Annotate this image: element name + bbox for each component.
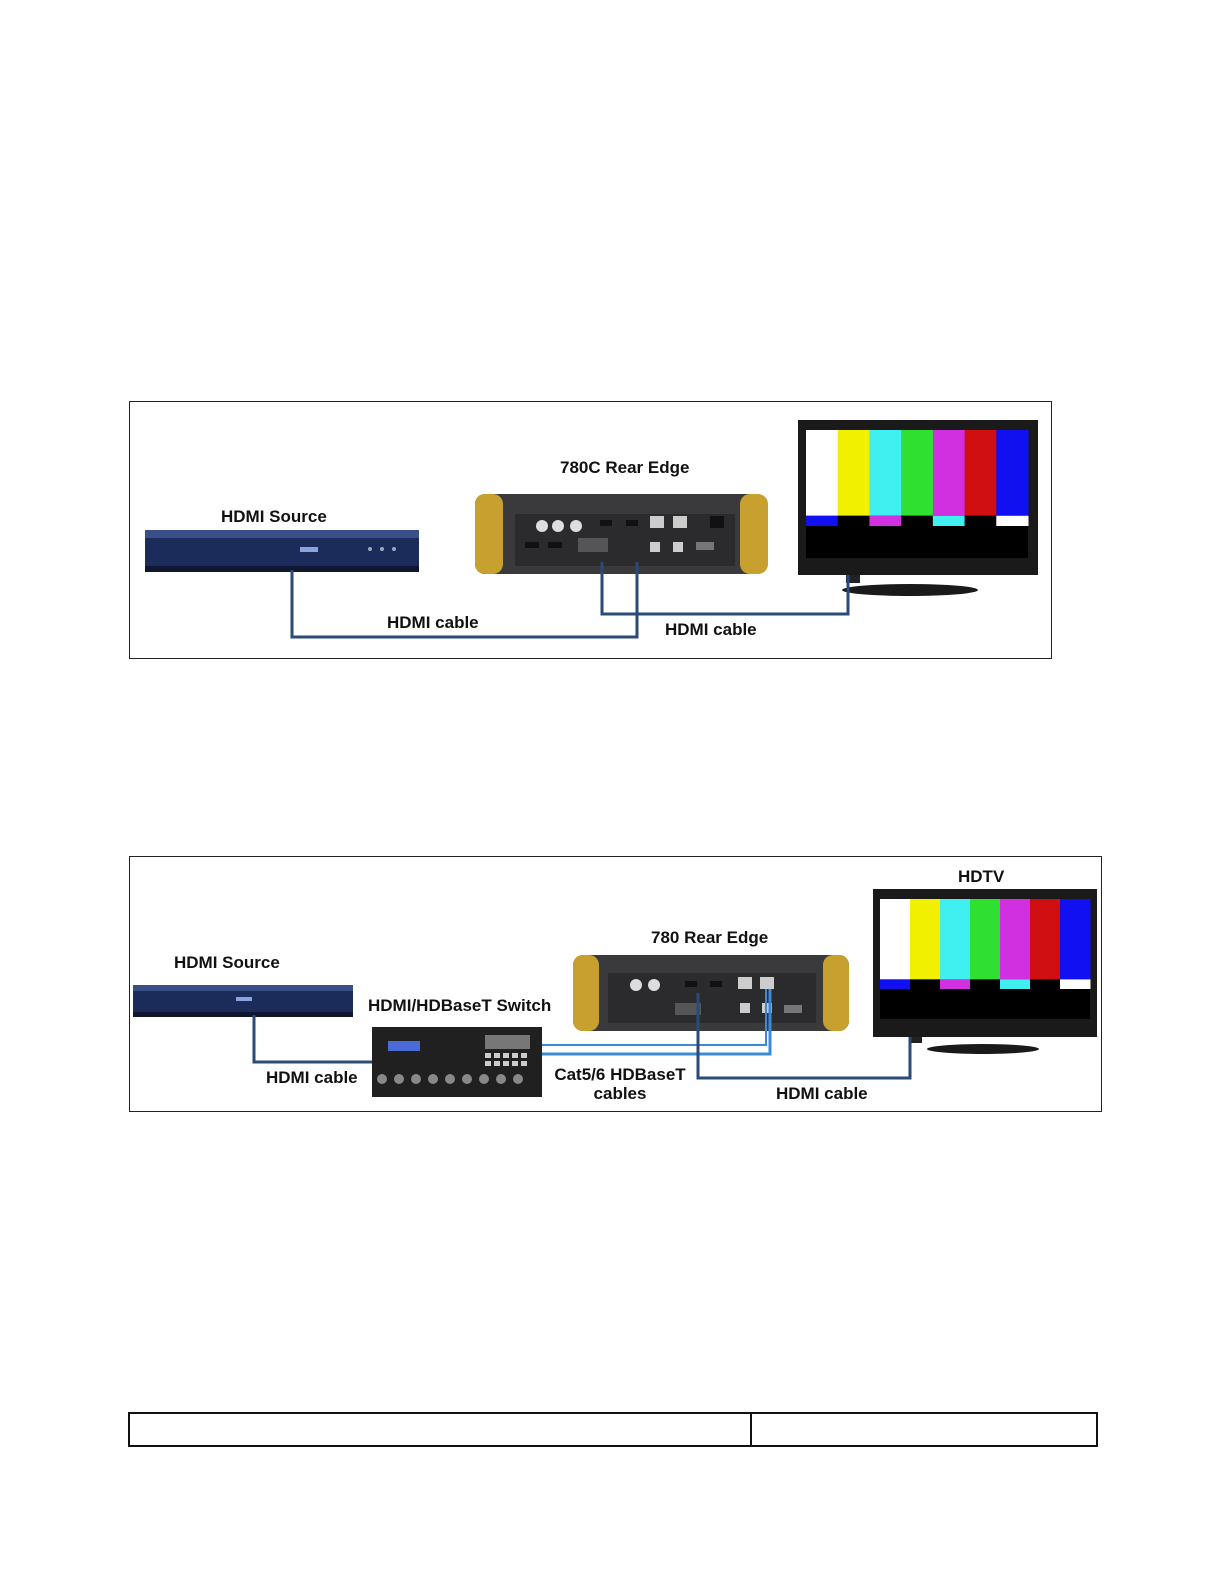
color-bar	[880, 899, 911, 979]
color-bar	[1060, 899, 1091, 979]
hdtv-monitor	[873, 889, 1097, 1054]
hdmi-source-label: HDMI Source	[174, 954, 280, 973]
switch-button	[485, 1053, 491, 1058]
color-bar-strip	[933, 516, 965, 526]
color-bar	[933, 430, 965, 516]
switch-port	[377, 1074, 387, 1084]
color-bar-strip	[996, 516, 1028, 526]
switch-port	[462, 1074, 472, 1084]
hdmi-cable-source-to-switch	[254, 1015, 372, 1062]
color-bar-strip	[1030, 979, 1061, 989]
color-bar	[996, 430, 1028, 516]
switch-port	[513, 1074, 523, 1084]
color-bar	[1000, 899, 1031, 979]
color-bars	[880, 899, 1091, 989]
switch-port	[394, 1074, 404, 1084]
switch-label: HDMI/HDBaseT Switch	[368, 997, 551, 1016]
switch-button	[521, 1061, 527, 1066]
switch-button	[521, 1053, 527, 1058]
footer-table	[128, 1412, 1098, 1447]
hdmi-cable-label-right: HDMI cable	[776, 1085, 868, 1104]
780c-device	[475, 494, 768, 574]
color-bar-strip	[965, 516, 997, 526]
color-bar	[838, 430, 870, 516]
switch-button	[503, 1053, 509, 1058]
hdtv-label: HDTV	[958, 868, 1004, 887]
color-bar	[869, 430, 901, 516]
switch-button	[494, 1061, 500, 1066]
color-bar	[940, 899, 971, 979]
color-bar	[806, 430, 838, 516]
color-bar	[970, 899, 1001, 979]
color-bar	[965, 430, 997, 516]
hdmi-source-player	[145, 530, 419, 572]
hdmi-cable-label-left: HDMI cable	[387, 614, 479, 633]
color-bar	[1030, 899, 1061, 979]
hdbaset-cable-label-line2: cables	[550, 1085, 690, 1104]
switch-port	[428, 1074, 438, 1084]
color-bar	[901, 430, 933, 516]
hdbaset-cable-label: Cat5/6 HDBaseT cables	[550, 1066, 690, 1103]
diagram-1-graphics	[130, 402, 1051, 658]
color-bar	[910, 899, 941, 979]
device-780c-label: 780C Rear Edge	[560, 459, 689, 478]
hdmi-hdbaset-switch	[372, 1027, 542, 1097]
color-bar-strip	[880, 979, 911, 989]
color-bar-strip	[1060, 979, 1091, 989]
color-bar-strip	[869, 516, 901, 526]
color-bars	[806, 430, 1029, 526]
connection-diagram-direct: HDMI Source 780C Rear Edge HDMI cable HD…	[129, 401, 1052, 659]
switch-button	[512, 1061, 518, 1066]
switch-port	[479, 1074, 489, 1084]
hdmi-cable-label-right: HDMI cable	[665, 621, 757, 640]
switch-port	[411, 1074, 421, 1084]
switch-button	[485, 1061, 491, 1066]
hdmi-source-player	[133, 985, 353, 1017]
footer-cell-right	[752, 1414, 1096, 1445]
hdmi-source-label: HDMI Source	[221, 508, 327, 527]
hdbaset-cable-label-line1: Cat5/6 HDBaseT	[550, 1066, 690, 1085]
switch-button	[494, 1053, 500, 1058]
device-780-label: 780 Rear Edge	[651, 929, 768, 948]
color-bar-strip	[1000, 979, 1031, 989]
hdmi-cable-label-left: HDMI cable	[266, 1069, 358, 1088]
color-bar-strip	[970, 979, 1001, 989]
footer-cell-left	[130, 1414, 752, 1445]
color-bar-strip	[838, 516, 870, 526]
780-device	[573, 955, 849, 1031]
switch-port	[445, 1074, 455, 1084]
switch-button	[503, 1061, 509, 1066]
switch-port	[496, 1074, 506, 1084]
hdtv-monitor	[798, 420, 1038, 596]
color-bar-strip	[940, 979, 971, 989]
color-bar-strip	[806, 516, 838, 526]
switch-button	[512, 1053, 518, 1058]
color-bar-strip	[910, 979, 941, 989]
connection-diagram-switch: HDMI Source HDMI/HDBaseT Switch 780 Rear…	[129, 856, 1102, 1112]
color-bar-strip	[901, 516, 933, 526]
